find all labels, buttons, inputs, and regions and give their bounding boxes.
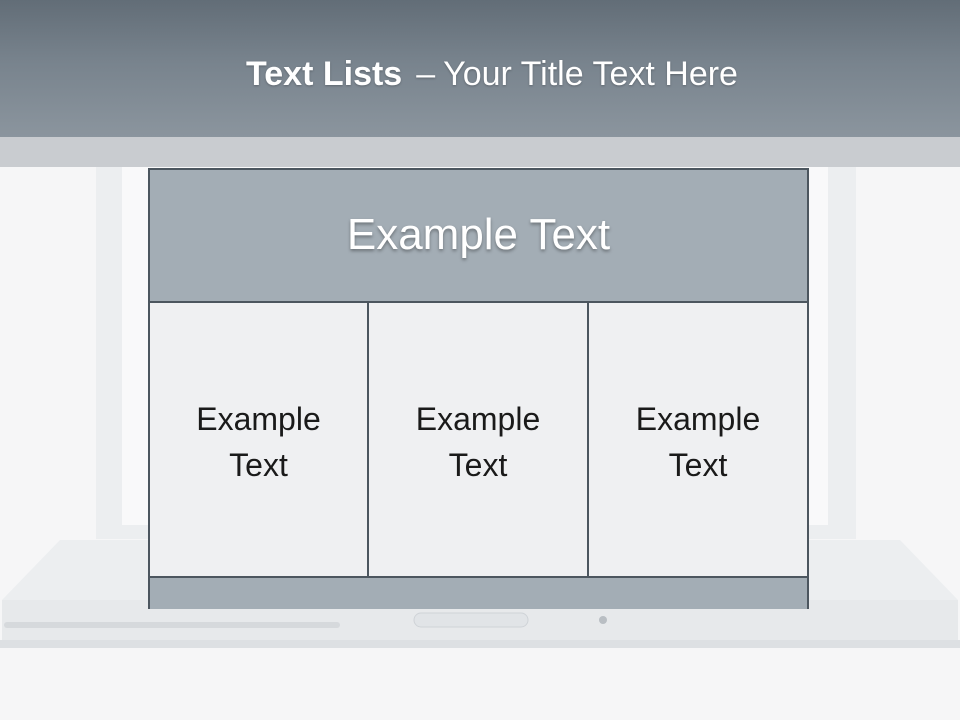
list-footer-bar <box>150 576 807 609</box>
slide-title: Text Lists–Your Title Text Here <box>0 52 960 96</box>
title-underline-strip <box>0 137 960 167</box>
list-column-2: Example Text <box>369 303 589 578</box>
list-column-text: Example Text <box>196 400 321 483</box>
list-header: Example Text <box>150 170 807 303</box>
list-column-3: Example Text <box>589 303 807 578</box>
list-column-1: Example Text <box>150 303 369 578</box>
list-header-text: Example Text <box>346 209 611 259</box>
slide-title-bold: Text Lists <box>246 55 403 93</box>
slide-title-separator: – <box>416 55 436 93</box>
list-column-text: Example Text <box>635 400 761 483</box>
title-band <box>0 0 960 137</box>
text-list-box: Example Text Example Text Example Text E… <box>148 168 809 609</box>
slide-title-subtext: Your Title Text Here <box>443 55 738 93</box>
list-column-text: Example Text <box>415 400 541 483</box>
